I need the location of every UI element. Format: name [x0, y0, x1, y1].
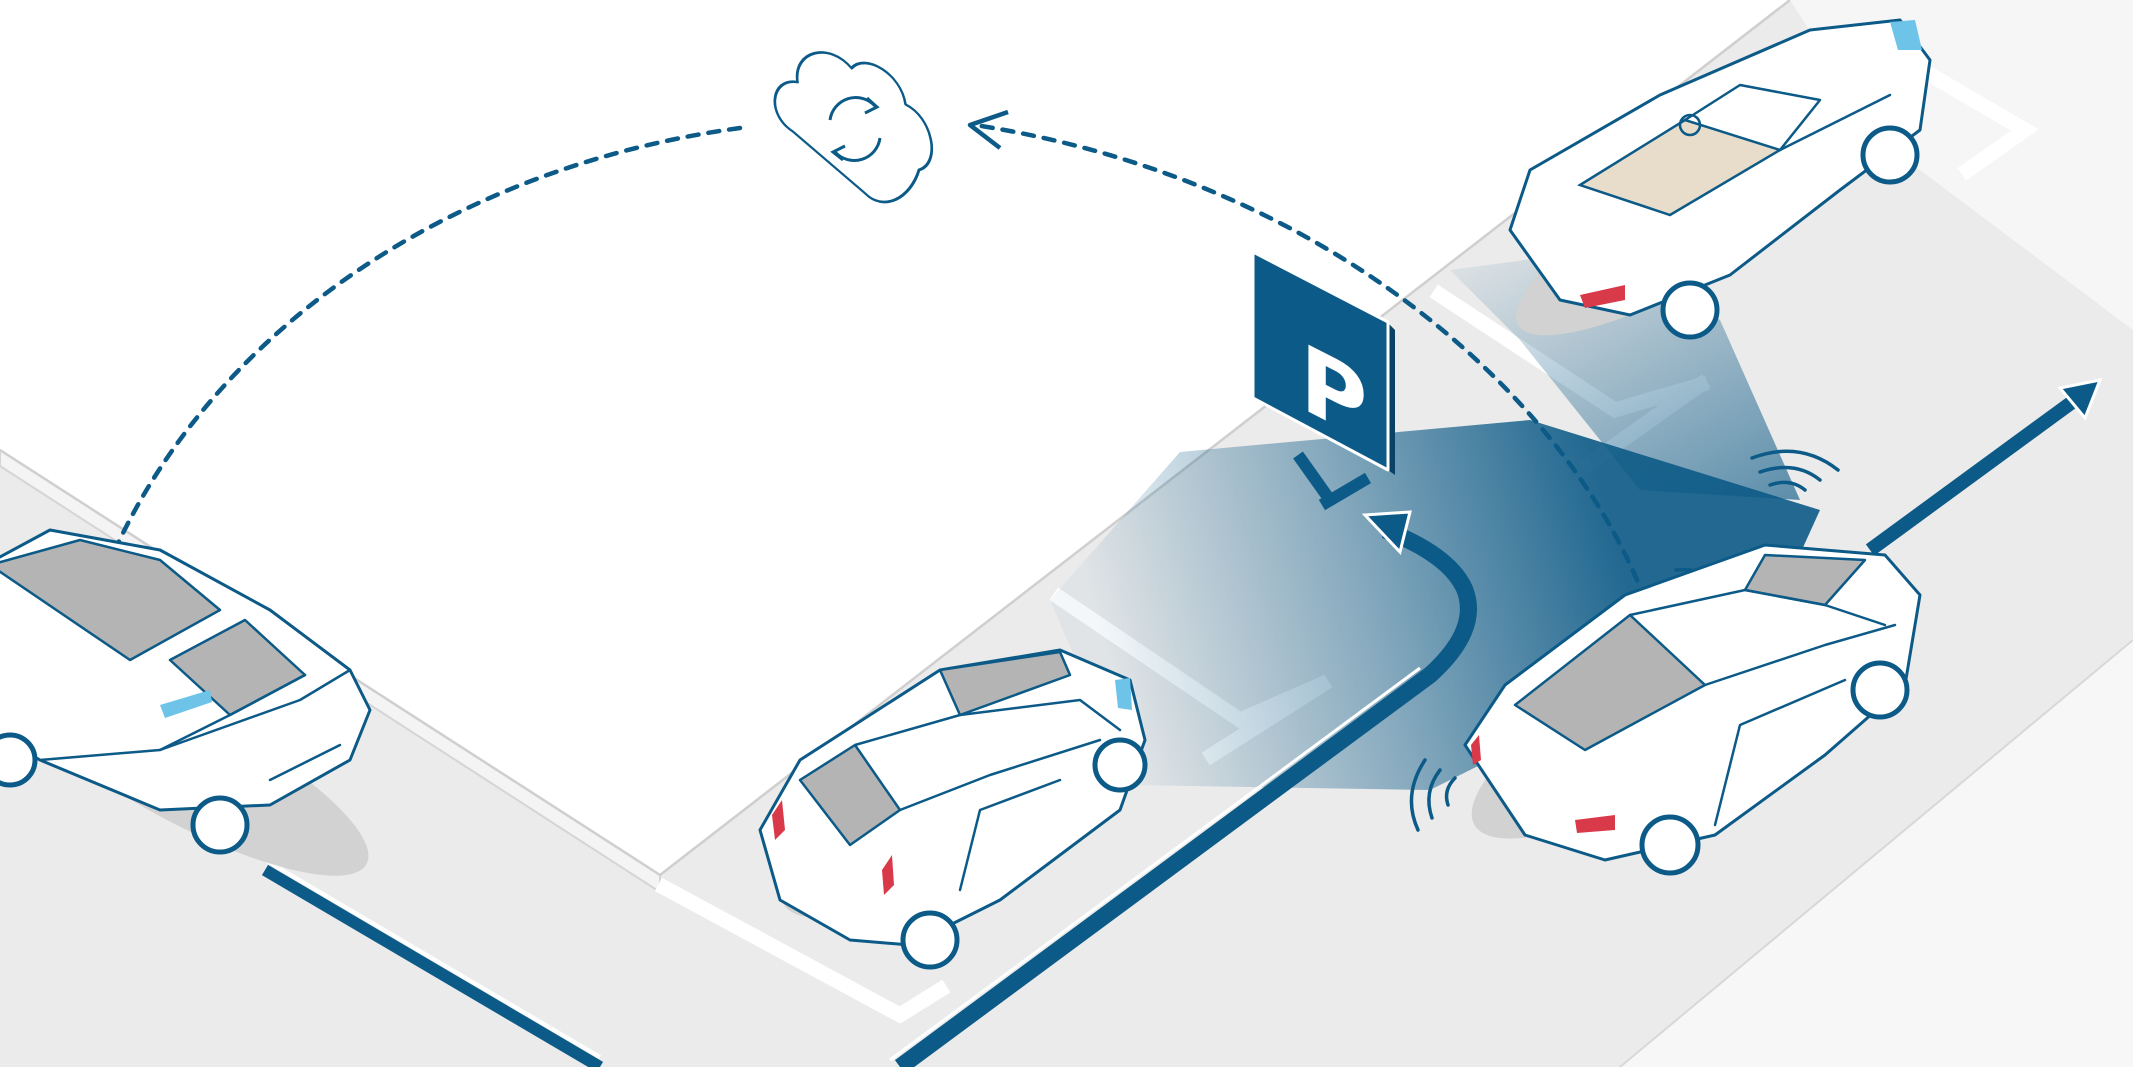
road-edge-line: [1619, 639, 2133, 1067]
car-parked-middle: [758, 648, 1148, 970]
guidance-path: [894, 522, 1477, 1067]
sign-panel: [1251, 250, 1390, 472]
cloud-sync-icon: [773, 51, 934, 204]
guidance-path-highlight: [889, 666, 1421, 1062]
arc-car-to-cloud: [972, 122, 1648, 603]
exit-arrow-head-icon: [2057, 377, 2103, 421]
stall-line-3: [1894, 49, 2039, 181]
lane-left-highlight: [260, 856, 602, 1059]
arc-cloud-to-left-car: [79, 125, 743, 643]
plaza-top: [0, 0, 1790, 875]
stall-line-front: [654, 877, 951, 1024]
car-convertible: [1508, 18, 1932, 340]
car-left: [0, 530, 392, 912]
arc-arrow-head-cloud-icon: [967, 109, 1009, 150]
lane-lines: [260, 377, 2103, 1067]
checkmark-icon: [1293, 451, 1372, 511]
beam-free-spot: [1050, 420, 1820, 790]
exit-lane: [1865, 394, 2080, 556]
lane-left: [261, 864, 604, 1067]
guidance-arrow-head-icon: [1361, 510, 1412, 556]
parking-sign-icon: P: [1251, 250, 1395, 475]
car-searching: [1463, 543, 1922, 876]
